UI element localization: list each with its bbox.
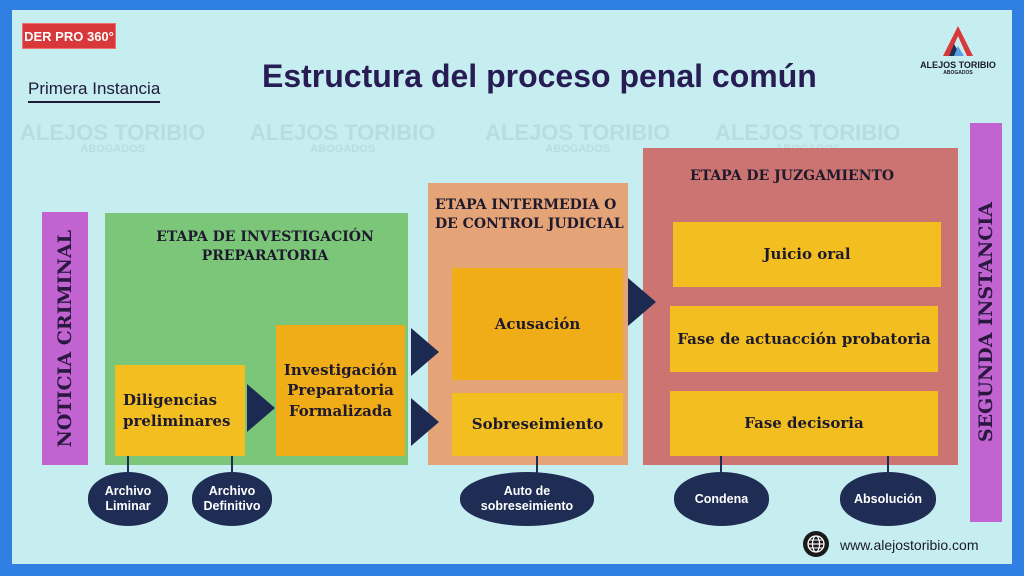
globe-icon [803,531,829,557]
brand-name: ALEJOS TORIBIO [920,60,996,70]
arrow-icon [411,398,439,446]
acusacion-box: Acusación [452,268,623,380]
arrow-icon [628,278,656,326]
brand-mountain-icon [943,26,973,56]
outcome-absolucion: Absolución [840,472,936,526]
juicio-oral-box: Juicio oral [673,222,941,287]
outcome-auto-sobreseimiento: Auto de sobreseimiento [460,472,594,526]
trial-title: ETAPA DE JUZGAMIENTO [690,168,895,184]
investigacion-formalizada-box: Investigación Preparatoria Formalizada [276,325,405,456]
noticia-criminal-bar: NOTICIA CRIMINAL [42,212,88,465]
arrow-icon [411,328,439,376]
outcome-archivo-liminar: Archivo Liminar [88,472,168,526]
segunda-instancia-label: SEGUNDA INSTANCIA [975,202,997,443]
brand-sub: ABOGADOS [943,70,973,76]
connector [231,456,233,474]
page-title: Estructura del proceso penal común [262,58,817,94]
investigation-title: ETAPA DE INVESTIGACIÓN PREPARATORIA [156,229,374,264]
subtitle: Primera Instancia [28,79,161,103]
connector [127,456,129,474]
actuacion-probatoria-box: Fase de actuacción probatoria [670,306,938,372]
fase-decisoria-box: Fase decisoria [670,391,938,456]
connector [720,456,722,474]
diligencias-box: Diligencias preliminares [115,365,245,456]
connector [536,456,538,474]
outcome-condena: Condena [674,472,769,526]
outcome-archivo-definitivo: Archivo Definitivo [192,472,272,526]
derpro-logo: DER PRO 360° [22,23,116,49]
arrow-icon [247,384,275,432]
noticia-criminal-label: NOTICIA CRIMINAL [54,229,76,448]
segunda-instancia-bar: SEGUNDA INSTANCIA [970,123,1002,522]
sobreseimiento-box: Sobreseimiento [452,393,623,456]
intermediate-title: ETAPA INTERMEDIA O DE CONTROL JUDICIAL [435,197,624,232]
brand-logo: ALEJOS TORIBIO ABOGADOS [915,24,1001,76]
connector [887,456,889,474]
website-link[interactable]: www.alejostoribio.com [840,537,979,553]
